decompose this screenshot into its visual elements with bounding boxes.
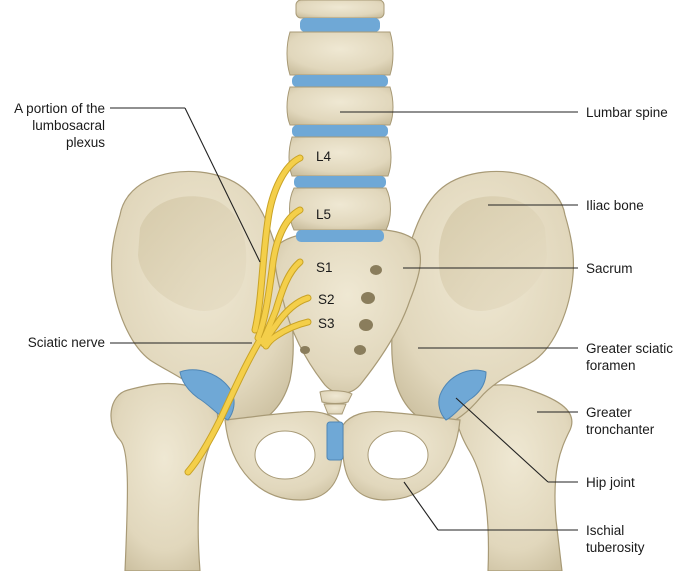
label-sacrum: Sacrum — [586, 261, 633, 276]
lumbar-vertebrae — [286, 0, 394, 242]
label-greater-sciatic-foramen: Greater sciatic foramen — [586, 341, 674, 373]
right-ilium — [391, 170, 575, 426]
vertebra-label-l5: L5 — [316, 207, 332, 222]
label-iliac-bone: Iliac bone — [586, 198, 644, 213]
vertebra-label-l4: L4 — [316, 149, 332, 164]
label-lumbosacral-plexus: A portion of the lumbosacral plexus — [14, 101, 105, 150]
label-ischial-tuberosity: Ischial tuberosity — [586, 523, 645, 555]
pubic-symphysis — [326, 421, 344, 461]
vertebra-label-s3: S3 — [318, 316, 335, 331]
vertebra-label-s2: S2 — [318, 292, 335, 307]
label-lumbar-spine: Lumbar spine — [586, 105, 668, 120]
vertebra-label-s1: S1 — [316, 260, 333, 275]
sciatic-nerve-bundle — [184, 154, 312, 476]
right-hip-cartilage — [438, 369, 487, 421]
pubic-ring — [224, 410, 461, 501]
leader-lines — [110, 107, 578, 531]
label-hip-joint: Hip joint — [586, 475, 635, 490]
left-femur — [110, 382, 219, 571]
label-sciatic-nerve: Sciatic nerve — [27, 335, 105, 350]
left-hip-cartilage — [179, 369, 235, 421]
right-femur — [455, 384, 573, 571]
label-greater-tronchanter: Greater tronchanter — [586, 405, 655, 437]
